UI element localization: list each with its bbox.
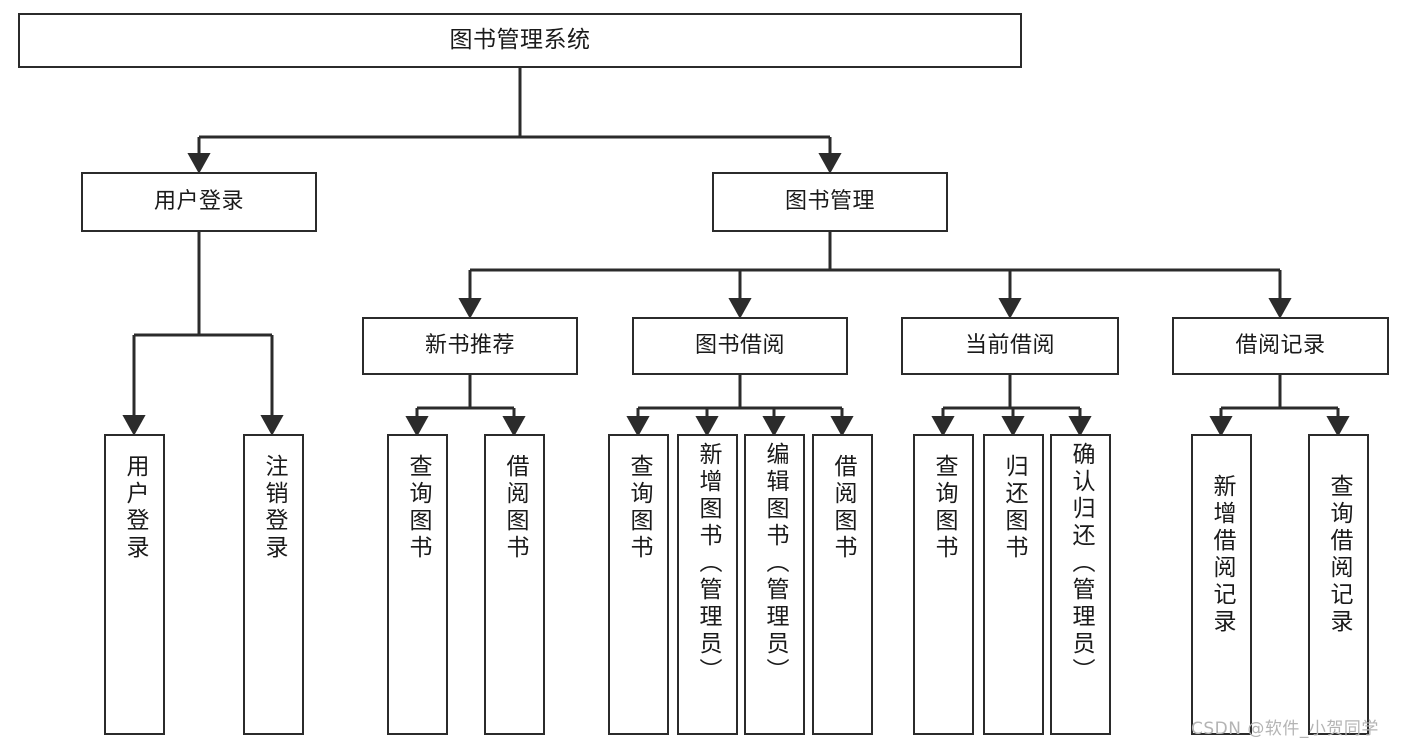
node-leaf-borrow-book-2-label: 借阅图书 bbox=[830, 454, 856, 562]
node-leaf-logout[interactable]: 注销登录 bbox=[243, 434, 304, 735]
node-new-book-rec-label: 新书推荐 bbox=[424, 333, 515, 359]
node-current-borrow-label: 当前借阅 bbox=[964, 333, 1055, 359]
node-leaf-query-book-1[interactable]: 查询图书 bbox=[387, 434, 448, 735]
node-leaf-return-book-label: 归还图书 bbox=[1001, 454, 1027, 562]
node-leaf-user-login[interactable]: 用户登录 bbox=[104, 434, 165, 735]
node-leaf-edit-book[interactable]: 编辑图书（管理员） bbox=[744, 434, 805, 735]
node-new-book-rec[interactable]: 新书推荐 bbox=[362, 317, 578, 375]
node-leaf-add-book[interactable]: 新增图书（管理员） bbox=[677, 434, 738, 735]
node-user-login-label: 用户登录 bbox=[153, 189, 244, 215]
node-leaf-query-record[interactable]: 查询借阅记录 bbox=[1308, 434, 1369, 735]
node-leaf-query-record-label: 查询借阅记录 bbox=[1326, 474, 1352, 636]
node-book-borrow-label: 图书借阅 bbox=[694, 333, 785, 359]
node-leaf-borrow-book-2[interactable]: 借阅图书 bbox=[812, 434, 873, 735]
node-borrow-record-label: 借阅记录 bbox=[1235, 333, 1326, 359]
node-leaf-add-record-label: 新增借阅记录 bbox=[1209, 474, 1235, 636]
node-borrow-record[interactable]: 借阅记录 bbox=[1172, 317, 1389, 375]
node-leaf-borrow-book-1[interactable]: 借阅图书 bbox=[484, 434, 545, 735]
node-root-label: 图书管理系统 bbox=[449, 26, 591, 53]
node-leaf-query-book-3[interactable]: 查询图书 bbox=[913, 434, 974, 735]
node-book-borrow[interactable]: 图书借阅 bbox=[632, 317, 848, 375]
node-leaf-query-book-2[interactable]: 查询图书 bbox=[608, 434, 669, 735]
node-current-borrow[interactable]: 当前借阅 bbox=[901, 317, 1119, 375]
node-leaf-return-book[interactable]: 归还图书 bbox=[983, 434, 1044, 735]
node-leaf-query-book-3-label: 查询图书 bbox=[931, 454, 957, 562]
node-leaf-add-record[interactable]: 新增借阅记录 bbox=[1191, 434, 1252, 735]
node-leaf-edit-book-label: 编辑图书（管理员） bbox=[762, 442, 788, 685]
watermark-text: CSDN @软件_小贺同学 bbox=[1191, 719, 1379, 739]
node-book-manage-label: 图书管理 bbox=[784, 189, 875, 215]
node-user-login[interactable]: 用户登录 bbox=[81, 172, 317, 232]
node-book-manage[interactable]: 图书管理 bbox=[712, 172, 948, 232]
node-leaf-query-book-1-label: 查询图书 bbox=[405, 454, 431, 562]
node-leaf-borrow-book-1-label: 借阅图书 bbox=[502, 454, 528, 562]
node-leaf-confirm-return-label: 确认归还（管理员） bbox=[1068, 442, 1094, 685]
node-root[interactable]: 图书管理系统 bbox=[18, 13, 1022, 68]
node-leaf-query-book-2-label: 查询图书 bbox=[626, 454, 652, 562]
node-leaf-confirm-return[interactable]: 确认归还（管理员） bbox=[1050, 434, 1111, 735]
node-leaf-logout-label: 注销登录 bbox=[261, 454, 287, 562]
node-leaf-add-book-label: 新增图书（管理员） bbox=[695, 442, 721, 685]
node-leaf-user-login-label: 用户登录 bbox=[122, 454, 148, 562]
